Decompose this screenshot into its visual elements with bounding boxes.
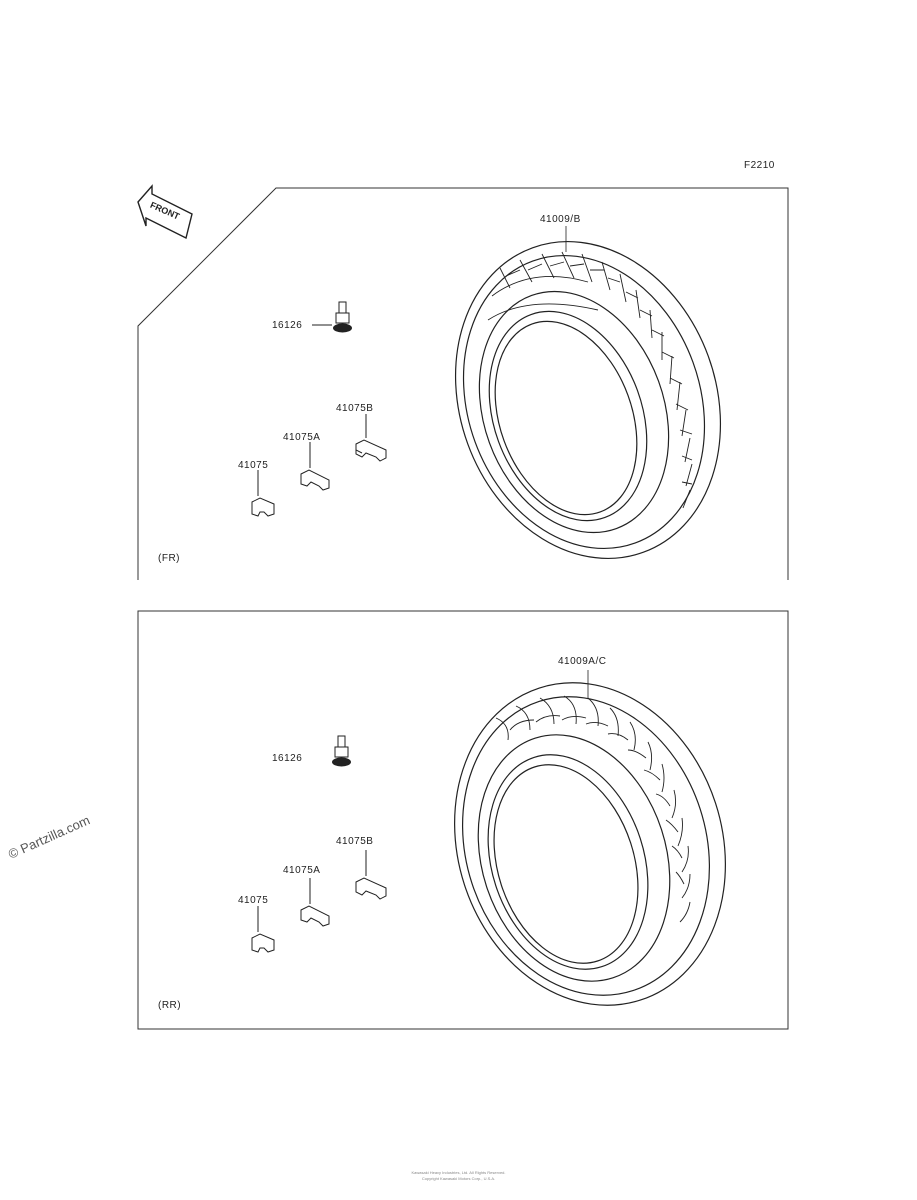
front-tread-icon — [487, 251, 693, 509]
rear-tire-icon — [454, 670, 726, 1006]
front-weight-b-part-number: 41075B — [336, 403, 374, 414]
front-tire-icon — [454, 226, 722, 560]
rear-valve-part-number: 16126 — [272, 753, 303, 764]
rear-weight-part-number: 41075 — [238, 895, 269, 906]
rear-weight-icon — [251, 906, 275, 953]
rear-panel-border — [137, 610, 789, 1030]
rear-tread-icon — [495, 695, 691, 923]
rear-tire-part-number: 41009A/C — [558, 656, 607, 667]
front-weight-part-number: 41075 — [238, 460, 269, 471]
front-weight-icon — [251, 470, 275, 517]
front-valve-icon — [312, 301, 352, 333]
front-weight-a-icon — [300, 442, 330, 491]
rear-weight-a-icon — [300, 878, 330, 927]
diagram-code: F2210 — [744, 160, 775, 171]
front-arrow-icon: FRONT — [137, 184, 193, 240]
front-section-tag: (FR) — [158, 553, 180, 564]
front-tire-part-number: 41009/B — [540, 214, 581, 225]
rear-valve-icon — [332, 735, 351, 767]
rear-section-tag: (RR) — [158, 1000, 182, 1011]
front-panel-border — [137, 187, 789, 580]
rear-weight-b-part-number: 41075B — [336, 836, 374, 847]
footer-line-2: Copyright Kawasaki Motors Corp., U.S.A. — [421, 1176, 496, 1181]
rear-weight-b-icon — [355, 850, 387, 900]
footer-line-1: Kawasaki Heavy Industries, Ltd. All Righ… — [411, 1170, 506, 1175]
rear-weight-a-part-number: 41075A — [283, 865, 321, 876]
front-weight-a-part-number: 41075A — [283, 432, 321, 443]
front-valve-part-number: 16126 — [272, 320, 303, 331]
front-weight-b-icon — [355, 414, 387, 462]
